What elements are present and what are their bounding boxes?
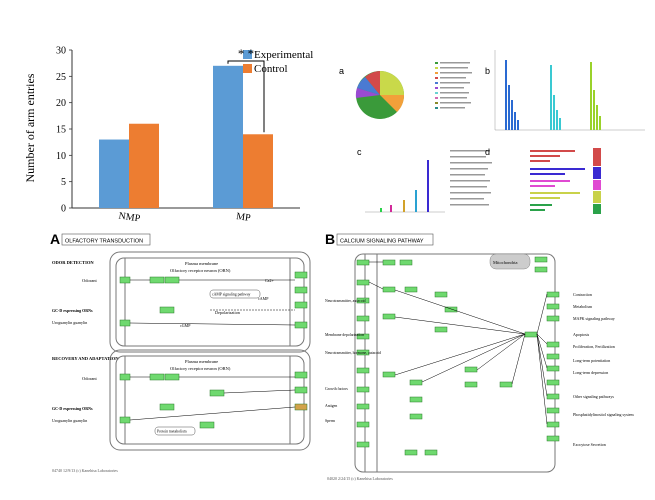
bar-chart-c bbox=[365, 160, 445, 213]
pathway-b-inputs: Neurotransmitter, autacoid Membrane depo… bbox=[325, 299, 381, 423]
output-4: Proliferation, Fertilization bbox=[573, 344, 615, 350]
panel-c-label: c bbox=[357, 147, 362, 157]
pathway-b-boxes bbox=[356, 256, 560, 456]
pie-chart-a bbox=[355, 71, 405, 119]
y-tick-label: 5 bbox=[61, 177, 66, 188]
legend-swatch-control bbox=[243, 64, 252, 73]
panel-d-label: d bbox=[485, 147, 490, 157]
protein-metab-label: Protein metabolism bbox=[157, 430, 187, 434]
pathway-b-letter: B bbox=[325, 232, 335, 247]
panel-a-label: a bbox=[339, 66, 344, 76]
output-8: Phosphatidylinositol signaling system bbox=[573, 412, 635, 417]
camp-label-1: cAMP bbox=[258, 296, 269, 301]
output-0: Contraction bbox=[573, 292, 592, 297]
input-2: Neurotransmitter, hormone, autacoid bbox=[325, 351, 381, 356]
y-tick-label: 25 bbox=[56, 72, 66, 83]
legend-label-control: Control bbox=[254, 63, 288, 75]
pathway-b-footer: 04020 2/24/15 (c) Kanehisa Laboratories bbox=[327, 476, 393, 481]
pathway-a-letter: A bbox=[50, 232, 60, 247]
cgmp-label-1: cGMP bbox=[180, 323, 191, 328]
pathway-a-footer: 04740 12/9/13 (c) Kanehisa Laboratories bbox=[52, 468, 118, 473]
legend-label-experimental: Experimental bbox=[254, 49, 313, 61]
odorant-label-2: Odorant bbox=[82, 376, 97, 381]
bar-marks bbox=[99, 60, 273, 208]
legend-swatch-experimental bbox=[243, 50, 252, 59]
input-1: Membrane depolarization bbox=[325, 333, 364, 337]
output-2: MAPK signaling pathway bbox=[573, 316, 615, 321]
output-3: Apoptosis bbox=[573, 332, 590, 337]
y-tick-label: 30 bbox=[56, 46, 66, 57]
mini-panels: a b bbox=[335, 40, 655, 225]
input-4: Antigen bbox=[325, 404, 337, 408]
output-1: Metabolism bbox=[573, 304, 593, 309]
x-tick-label: NMP bbox=[118, 211, 141, 225]
bar-nmp-experimental bbox=[99, 139, 129, 208]
mito-label: Mitochondria bbox=[493, 260, 518, 265]
legend-c bbox=[450, 150, 492, 206]
gc-label-2: GC-D expressing ORNs bbox=[52, 406, 93, 411]
uroguanylin-label-1: Uroguanylin guanylin bbox=[52, 320, 87, 325]
pathway-b-panel: B CALCIUM SIGNALING PATHWAY Mitochondria bbox=[325, 231, 655, 494]
bar-chart-b bbox=[494, 50, 645, 131]
cell-box-1 bbox=[109, 251, 311, 353]
membrane-label-1: Plasma membrane bbox=[185, 261, 218, 266]
output-6: Long-term depression bbox=[573, 370, 608, 375]
odor-detection-label: ODOR DETECTION bbox=[52, 260, 94, 265]
input-5: Sperm bbox=[325, 419, 335, 423]
odorant-label-1: Odorant bbox=[82, 278, 97, 283]
cell-box-2 bbox=[109, 349, 311, 451]
bar-mp-experimental bbox=[213, 65, 243, 208]
bar-chart-d bbox=[530, 148, 601, 214]
significance-bracket bbox=[227, 60, 265, 133]
pathway-b-title: CALCIUM SIGNALING PATHWAY bbox=[340, 239, 424, 245]
y-tick-label: 10 bbox=[56, 151, 66, 162]
receptor-label-2: Olfactory receptor neuron (ORN) bbox=[170, 366, 231, 371]
depolarization-label-1: Depolarization bbox=[215, 310, 241, 315]
input-3: Growth factors bbox=[325, 387, 348, 391]
uroguanylin-label-2: Uroguanylin guanylin bbox=[52, 418, 87, 423]
recovery-label: RECOVERY AND ADAPTATION bbox=[52, 356, 119, 361]
pie-legend-a bbox=[435, 62, 472, 109]
pathway-b-svg: B CALCIUM SIGNALING PATHWAY Mitochondria bbox=[325, 231, 635, 481]
y-tick-label: 20 bbox=[56, 98, 66, 109]
x-tick-label: MP bbox=[235, 211, 251, 224]
pathway-b-edges bbox=[368, 261, 548, 425]
pathway-a-panel: A OLFACTORY TRANSDUCTION ODOR DETECTION … bbox=[50, 231, 328, 494]
significance-label: * * bbox=[238, 46, 254, 61]
y-axis-label: Number of arm entries bbox=[23, 73, 37, 182]
gc-label-1: GC-D expressing ORNs bbox=[52, 308, 93, 313]
cell-box-b bbox=[354, 253, 556, 473]
camp-pathway-label-1: cAMP signaling pathway bbox=[212, 293, 251, 297]
output-5: Long-term potentiation bbox=[573, 358, 610, 363]
pathway-b-outputs: Contraction Metabolism MAPK signaling pa… bbox=[573, 292, 635, 447]
y-tick-label: 15 bbox=[56, 125, 66, 136]
pathway-a-svg: A OLFACTORY TRANSDUCTION ODOR DETECTION … bbox=[50, 231, 311, 473]
bar-nmp-control bbox=[129, 123, 159, 208]
pathway-a-title: OLFACTORY TRANSDUCTION bbox=[65, 239, 143, 245]
ca-label-1: Ca2+ bbox=[265, 278, 274, 283]
cell-box-2-inner bbox=[115, 355, 305, 445]
bar-mp-control bbox=[243, 134, 273, 208]
membrane-label-2: Plasma membrane bbox=[185, 359, 218, 364]
receptor-label-1: Olfactory receptor neuron (ORN) bbox=[170, 268, 231, 273]
input-0: Neurotransmitter, autacoid bbox=[325, 299, 366, 304]
output-9: Exocytose Secretion bbox=[573, 442, 606, 447]
mini-panels-svg: a b bbox=[339, 50, 645, 214]
y-tick-label: 0 bbox=[61, 204, 66, 215]
output-7: Other signaling pathways bbox=[573, 394, 614, 399]
panel-b-label: b bbox=[485, 66, 490, 76]
